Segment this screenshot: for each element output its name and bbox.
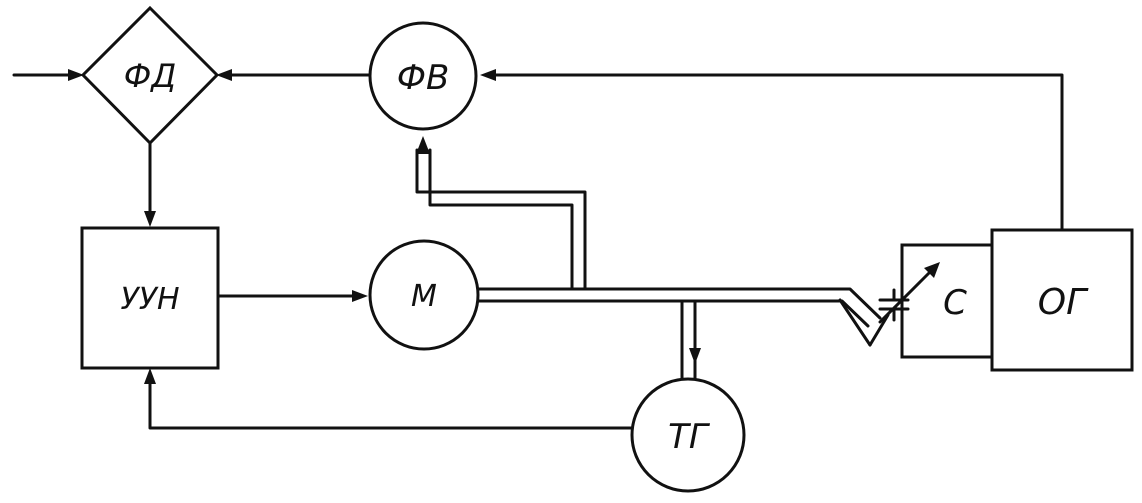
tachogenerator-feedback-arrowhead (144, 368, 156, 384)
variable-capacitor-icon (878, 262, 940, 324)
generator-to-phase-shifter-line (490, 73, 1064, 232)
generator-label: ОГ (1038, 282, 1089, 323)
phase-detector-label: ФД (124, 57, 177, 95)
generator-block (990, 228, 1134, 372)
input-arrowhead (68, 69, 84, 81)
phase-shifter-block (368, 21, 478, 131)
capacitor-label: С (943, 283, 967, 323)
phase-shifter-shaft-arrowhead (416, 136, 430, 154)
phase-shifter-label: ФВ (397, 58, 450, 98)
main-shaft-bottom (476, 299, 870, 328)
tachogenerator-block (630, 377, 746, 493)
control-unit-block (80, 226, 220, 370)
bevel-gear-tip (868, 313, 890, 347)
phase-shifter-shaft-inner (428, 148, 574, 291)
phase-detector-block (80, 5, 220, 146)
capacitor-block (900, 243, 994, 359)
tachogenerator-feedback-line (148, 380, 634, 430)
control-unit-label: УУН (120, 282, 179, 317)
phase-shifter-to-detector-arrowhead (216, 69, 232, 81)
bevel-gear-line (838, 298, 872, 347)
generator-to-phase-shifter-arrowhead (480, 69, 496, 81)
motor-block (368, 239, 480, 351)
detector-to-control-arrowhead (144, 211, 156, 227)
main-shaft-top (476, 287, 882, 320)
control-to-motor-arrowhead (352, 290, 368, 302)
tachogenerator-label: ТГ (668, 417, 711, 457)
motor-label: М (411, 279, 437, 314)
phase-shifter-shaft-outer (415, 148, 587, 291)
tachogenerator-shaft-arrowhead (689, 348, 701, 364)
